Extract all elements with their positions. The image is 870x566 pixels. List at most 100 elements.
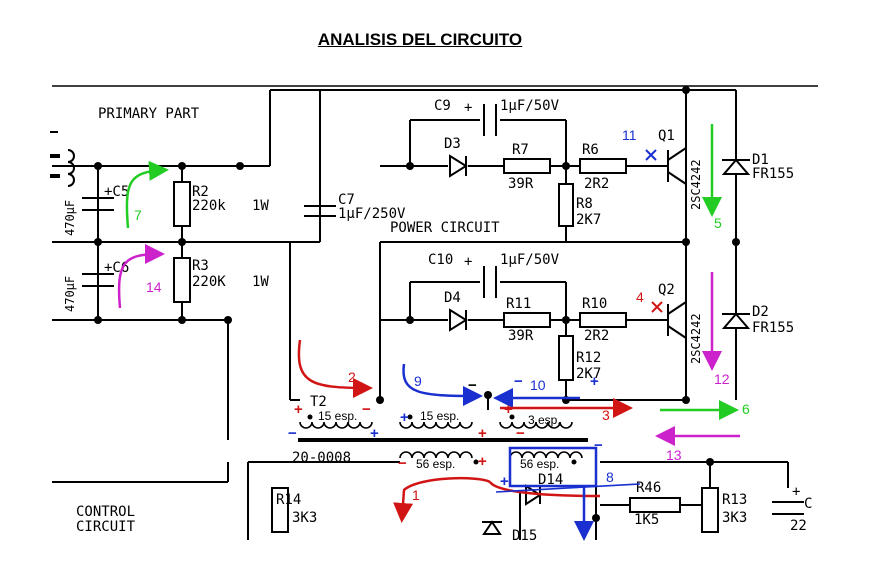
winding-3-label: 3 esp.: [528, 413, 561, 427]
annotation-3: 3: [602, 407, 610, 423]
label-r7-value: 39R: [508, 176, 534, 192]
annotation-10: 10: [530, 377, 546, 393]
svg-text:+: +: [504, 401, 513, 418]
resistor-r2: [173, 181, 191, 227]
diode-d15: [482, 520, 502, 535]
label-r7-name: R7: [512, 142, 529, 158]
svg-text:−: −: [594, 437, 603, 454]
capacitor-edge-symbol: [772, 501, 804, 515]
resistor-r14: [271, 487, 289, 533]
label-r8-name: R8: [576, 196, 593, 212]
svg-text:+: +: [500, 473, 509, 490]
diode-d1: [721, 158, 751, 175]
label-c10-plus: +: [464, 254, 472, 270]
transistor-q2-symbol: [667, 301, 687, 339]
winding-4-label: 56 esp.: [416, 457, 455, 471]
resistor-r13: [701, 487, 719, 533]
label-c-edge: C: [804, 496, 812, 512]
label-d2-name: D2: [752, 304, 769, 320]
annotation-9: 9: [414, 373, 422, 389]
label-c6-value: 470µF: [63, 276, 77, 312]
label-c6-name: +C6: [104, 260, 129, 276]
label-r3-name: R3: [192, 258, 209, 274]
label-r46-value: 1K5: [634, 512, 659, 528]
label-c9-value: 1µF/50V: [500, 98, 560, 114]
label-c10-value: 1µF/50V: [500, 252, 560, 268]
svg-text:−: −: [288, 425, 297, 442]
label-r6-value: 2R2: [584, 176, 609, 192]
junction-dots: [94, 86, 740, 522]
label-r6-name: R6: [582, 142, 599, 158]
label-r11-name: R11: [506, 296, 531, 312]
svg-text:+: +: [294, 401, 303, 418]
label-q1-part: 2SC4242: [689, 159, 703, 210]
capacitor-c7-symbol: [304, 205, 336, 217]
label-q2-part: 2SC4242: [689, 313, 703, 364]
label-r3-value: 220K: [192, 274, 226, 290]
label-r13-name: R13: [722, 492, 747, 508]
polarity-marks: + − − + + − + + − + − − + + −: [288, 373, 603, 490]
capacitor-c6-symbol: [82, 273, 114, 287]
winding-1-label: 15 esp.: [318, 409, 357, 423]
label-r3-watt: 1W: [252, 274, 269, 290]
annotation-14: 14: [146, 279, 162, 295]
svg-text:−: −: [398, 455, 407, 472]
current-path-annotations: 7 14 5 12 6 13 11 4 2 9 10 3 1 8: [117, 124, 750, 541]
section-circuit: CIRCUIT: [76, 519, 136, 535]
label-r2-watt: 1W: [252, 198, 269, 214]
page-title: ANALISIS DEL CIRCUITO: [317, 30, 523, 49]
resistors: [173, 158, 719, 533]
label-d15: D15: [512, 528, 537, 544]
svg-text:−: −: [362, 401, 371, 418]
resistor-r11: [503, 312, 551, 328]
label-t2-part: 20-0008: [292, 450, 351, 466]
label-r2-name: R2: [192, 184, 209, 200]
resistor-r10: [579, 312, 627, 328]
label-r14-value: 3K3: [292, 510, 317, 526]
label-d1-name: D1: [752, 152, 769, 168]
svg-text:+: +: [400, 409, 409, 426]
resistor-r46: [629, 497, 681, 513]
svg-text:+: +: [590, 373, 599, 390]
annotation-7: 7: [134, 207, 142, 223]
transformer-t2-symbol: [298, 421, 588, 459]
label-c-edge-plus: +: [792, 484, 800, 500]
diode-d4: [449, 308, 468, 332]
winding-5-label: 56 esp.: [520, 457, 559, 471]
labels: PRIMARY PART POWER CIRCUIT CONTROL CIRCU…: [63, 98, 812, 544]
wires: [52, 85, 818, 540]
label-c10-name: C10: [428, 252, 453, 268]
label-q1: Q1: [658, 128, 675, 144]
label-r10-value: 2R2: [584, 328, 609, 344]
annotation-12: 12: [714, 371, 730, 387]
resistor-r8: [558, 183, 574, 227]
annotation-1: 1: [412, 487, 420, 503]
label-c7-value: 1µF/250V: [338, 206, 406, 222]
capacitor-c10-symbol: [483, 266, 497, 298]
diode-d3: [449, 154, 468, 178]
diode-d2: [721, 312, 751, 329]
label-c5-name: +C5: [104, 184, 129, 200]
label-r46-name: R46: [636, 480, 661, 496]
label-c9-plus: +: [464, 100, 472, 116]
label-c-edge-value: 22: [790, 518, 807, 534]
label-r12-name: R12: [576, 350, 601, 366]
svg-text:+: +: [478, 453, 487, 470]
label-c7-name: C7: [338, 192, 355, 208]
label-q2: Q2: [658, 282, 675, 298]
inductor-input-symbol: [50, 131, 75, 187]
annotation-13: 13: [666, 447, 682, 463]
label-d4: D4: [444, 290, 461, 306]
section-primary-part: PRIMARY PART: [98, 106, 200, 122]
label-d2-value: FR155: [752, 320, 794, 336]
label-r8-value: 2K7: [576, 212, 601, 228]
winding-2-label: 15 esp.: [420, 409, 459, 423]
resistor-r3: [173, 257, 191, 303]
annotation-8: 8: [606, 469, 614, 485]
annotation-5: 5: [714, 215, 722, 231]
label-r13-value: 3K3: [722, 510, 747, 526]
label-r11-value: 39R: [508, 328, 534, 344]
label-r10-name: R10: [582, 296, 607, 312]
annotation-11: 11: [622, 127, 637, 143]
svg-text:−: −: [514, 373, 523, 390]
